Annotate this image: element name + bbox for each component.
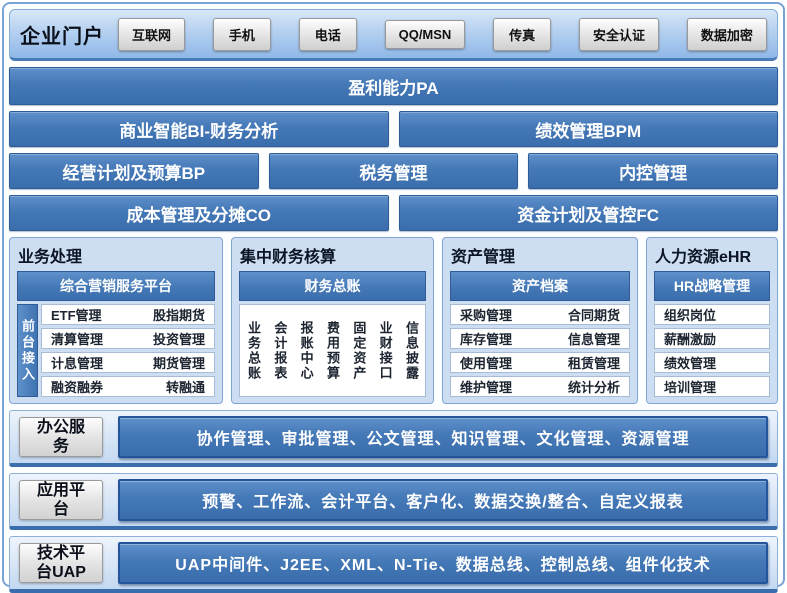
technology-platform-content-bar: UAP中间件、J2EE、XML、N-Tie、数据总线、控制总线、组件化技术 (118, 542, 768, 584)
office-services-label-box: 办公服务 (19, 416, 103, 458)
cell-interest-management: 计息管理 (51, 356, 104, 371)
cell-stock-index-futures: 股指期货 (152, 308, 205, 323)
bar-fund-planning-fc: 资金计划及管控FC (398, 195, 778, 231)
channel-fax-button: 传真 (493, 17, 552, 51)
col-business-ledger: 业务总账 (246, 320, 261, 381)
bar-row-3: 经营计划及预算BP 税务管理 内控管理 (9, 153, 779, 189)
cell-inventory-management: 库存管理 (460, 332, 513, 347)
hr-row-3: 绩效管理 (654, 352, 770, 373)
col-accounting-reports: 会计报表 (272, 320, 288, 381)
col-fixed-assets: 固定资产 (351, 320, 367, 381)
asset-row-2: 库存管理 信息管理 (450, 328, 630, 349)
portal-channel-list: 互联网 手机 电话 QQ/MSN 传真 安全认证 数据加密 (118, 17, 767, 51)
application-platform-label-box: 应用平台 (19, 479, 103, 521)
asset-row-3: 使用管理 租赁管理 (450, 352, 630, 373)
cell-information-management: 信息管理 (567, 332, 620, 347)
marketing-platform-header: 综合营销服务平台 (17, 271, 215, 301)
bar-cost-management-co: 成本管理及分摊CO (9, 195, 389, 231)
band-office-services: 办公服务 协作管理、审批管理、公文管理、知识管理、文化管理、资源管理 (9, 410, 778, 467)
channel-data-encryption-button: 数据加密 (686, 17, 767, 51)
bar-internal-control: 内控管理 (528, 153, 779, 189)
cell-maintenance-management: 维护管理 (460, 380, 513, 395)
col-reimbursement-center: 报账中心 (298, 320, 314, 381)
module-panels-row: 业务处理 综合营销服务平台 前台接入 ETF管理 股指期货 清算管理 投资管理 (9, 237, 778, 404)
cell-performance-management: 绩效管理 (664, 356, 717, 371)
col-information-disclosure: 信息披露 (403, 320, 419, 381)
panel-business-processing: 业务处理 综合营销服务平台 前台接入 ETF管理 股指期货 清算管理 投资管理 (9, 237, 223, 404)
panel-hr-title: 人力资源eHR (655, 249, 752, 266)
panel-asset-management: 资产管理 资产档案 采购管理 合同期货 库存管理 信息管理 使用管理 租赁管理 (442, 237, 638, 404)
channel-qq-msn-button: QQ/MSN (384, 19, 466, 49)
cell-margin-trading: 融资融券 (51, 380, 104, 395)
bar-profitability-pa: 盈利能力PA (9, 67, 778, 105)
business-row-2: 清算管理 投资管理 (41, 328, 215, 349)
office-services-label: 办公服务 (36, 418, 85, 455)
front-access-tab: 前台接入 (17, 304, 38, 397)
cell-futures-management: 期货管理 (152, 356, 205, 371)
general-ledger-header: 财务总账 (239, 271, 426, 301)
channel-security-auth-button: 安全认证 (579, 17, 660, 51)
cell-compensation-incentives: 薪酬激励 (664, 332, 717, 347)
band-technology-platform-uap: 技术平台UAP UAP中间件、J2EE、XML、N-Tie、数据总线、控制总线、… (9, 536, 778, 593)
hr-row-1: 组织岗位 (654, 304, 770, 325)
hr-row-2: 薪酬激励 (654, 328, 770, 349)
panel-centralized-finance: 集中财务核算 财务总账 业务总账 会计报表 报账中心 费用预算 固定资产 业财接… (231, 237, 434, 404)
cell-usage-management: 使用管理 (460, 356, 513, 371)
bar-row-2: 商业智能BI-财务分析 绩效管理BPM (9, 111, 778, 147)
cell-training-management: 培训管理 (664, 380, 717, 395)
bar-performance-bpm: 绩效管理BPM (398, 111, 778, 147)
business-row-1: ETF管理 股指期货 (41, 304, 215, 325)
finance-columns-box: 业务总账 会计报表 报账中心 费用预算 固定资产 业财接口 信息披露 (239, 304, 426, 397)
cell-refinancing: 转融通 (165, 380, 205, 395)
technology-platform-label: 技术平台UAP (36, 544, 86, 581)
cell-lease-management: 租赁管理 (567, 356, 620, 371)
col-expense-budget: 费用预算 (324, 320, 340, 381)
asset-archive-header: 资产档案 (450, 271, 630, 301)
panel-hr: 人力资源eHR HR战略管理 组织岗位 薪酬激励 绩效管理 培训管理 (646, 237, 778, 404)
cell-etf-management: ETF管理 (51, 308, 102, 323)
panel-asset-title: 资产管理 (451, 249, 516, 266)
bar-tax-management: 税务管理 (268, 153, 519, 189)
cell-clearing-management: 清算管理 (51, 332, 104, 347)
asset-row-4: 维护管理 统计分析 (450, 376, 630, 397)
application-platform-content-bar: 预警、工作流、会计平台、客户化、数据交换/整合、自定义报表 (118, 479, 768, 521)
channel-mobile-button: 手机 (212, 17, 271, 51)
bar-business-plan-budget-bp: 经营计划及预算BP (9, 153, 259, 189)
asset-row-1: 采购管理 合同期货 (450, 304, 630, 325)
cell-statistical-analysis: 统计分析 (567, 380, 620, 395)
application-platform-label: 应用平台 (36, 481, 85, 518)
business-row-4: 融资融券 转融通 (41, 376, 215, 397)
cell-procurement-management: 采购管理 (460, 308, 513, 323)
bar-row-4: 成本管理及分摊CO 资金计划及管控FC (9, 195, 778, 231)
cell-investment-management: 投资管理 (152, 332, 205, 347)
band-application-platform: 应用平台 预警、工作流、会计平台、客户化、数据交换/整合、自定义报表 (9, 473, 778, 530)
cell-contract-futures: 合同期货 (567, 308, 620, 323)
channel-internet-button: 互联网 (118, 17, 186, 51)
panel-finance-title: 集中财务核算 (240, 249, 337, 266)
portal-bar: 企业门户 互联网 手机 电话 QQ/MSN 传真 安全认证 数据加密 (9, 9, 778, 61)
bar-bi-finance-analysis: 商业智能BI-财务分析 (9, 111, 389, 147)
col-business-finance-interface: 业财接口 (377, 320, 393, 381)
business-row-3: 计息管理 期货管理 (41, 352, 215, 373)
technology-platform-label-box: 技术平台UAP (19, 542, 103, 584)
cell-organization-positions: 组织岗位 (664, 308, 717, 323)
office-services-content-bar: 协作管理、审批管理、公文管理、知识管理、文化管理、资源管理 (118, 416, 768, 458)
hr-row-4: 培训管理 (654, 376, 770, 397)
channel-phone-button: 电话 (298, 17, 357, 51)
hr-strategy-header: HR战略管理 (654, 271, 770, 301)
portal-title: 企业门户 (20, 25, 104, 48)
panel-business-title: 业务处理 (18, 249, 83, 266)
